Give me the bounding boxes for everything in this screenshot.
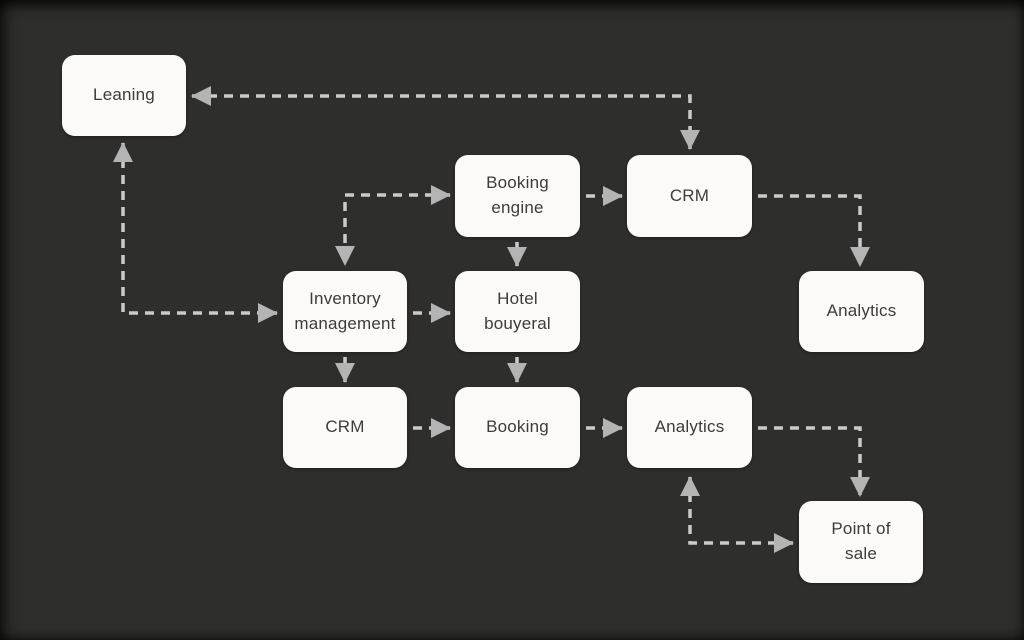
node-label-line: Booking: [486, 173, 549, 193]
node-label-crm-top: CRM: [669, 185, 710, 205]
node-crm-top: CRM: [627, 155, 752, 237]
node-label-booking: Booking: [486, 417, 549, 437]
edge-crm-top-and-leaning-elbow: [191, 86, 700, 150]
node-label-leaning: Leaning: [93, 85, 155, 105]
node-label-crm-bottom: CRM: [325, 417, 365, 437]
node-label-point-of-sale: Point of sale: [799, 517, 923, 566]
node-label-analytics-right: Analytics: [826, 301, 897, 321]
node-analytics-bottom: Analytics: [627, 387, 752, 468]
node-label-line: bouyeral: [484, 313, 551, 333]
node-label-analytics-bottom: Analytics: [654, 417, 725, 437]
edge-analytics-bottom-to-point-of-sale: [758, 426, 870, 497]
edge-analytics-bottom-and-point-of-sale-elbow: [680, 476, 794, 553]
node-booking: Booking: [455, 387, 580, 468]
edge-leaning-and-inventory-elbow: [113, 142, 278, 323]
node-label-line: Inventory: [309, 288, 381, 308]
node-inventory-management: Inventory management: [283, 271, 407, 352]
node-label-line: management: [294, 313, 396, 333]
node-label-line: engine: [491, 198, 544, 217]
node-label-hotel-bouyeral: Hotel bouyeral: [455, 287, 580, 336]
node-label-inventory-management: Inventory management: [283, 287, 407, 336]
edge-crm-top-to-analytics-right: [758, 194, 870, 267]
node-booking-engine: Booking engine: [455, 155, 580, 237]
node-hotel-bouyeral: Hotel bouyeral: [455, 271, 580, 352]
node-analytics-right: Analytics: [799, 271, 924, 352]
node-leaning: Leaning: [62, 55, 186, 136]
node-label-line: Point of: [831, 519, 891, 539]
node-label-line: Hotel: [497, 288, 538, 308]
node-label-booking-engine: Booking engine: [455, 171, 580, 220]
node-point-of-sale: Point of sale: [799, 501, 923, 583]
edge-booking-engine-and-inventory-elbow: [335, 185, 451, 266]
node-label-line: sale: [845, 544, 877, 563]
node-crm-bottom: CRM: [283, 387, 407, 468]
